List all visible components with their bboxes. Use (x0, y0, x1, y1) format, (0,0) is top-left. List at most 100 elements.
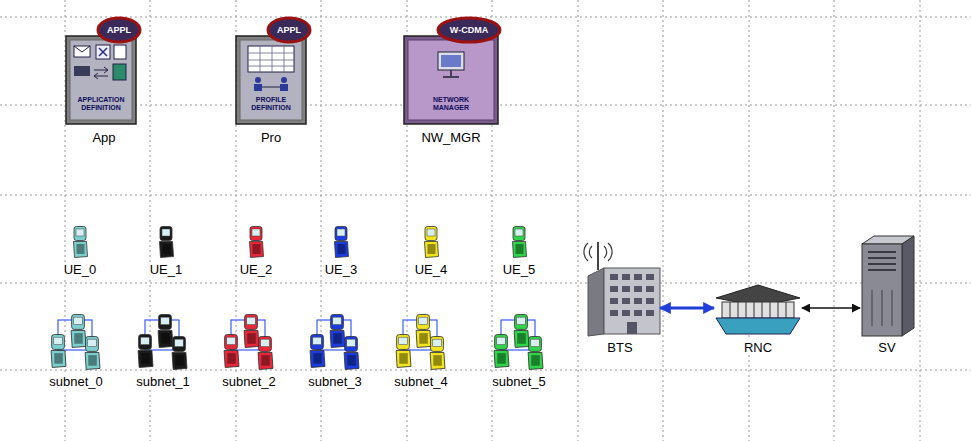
rnc-building (716, 318, 800, 334)
bts-building (584, 243, 612, 261)
profile-definition-drawing (262, 87, 280, 88)
node-label: subnet_4 (392, 374, 450, 389)
bts-building (597, 242, 599, 270)
phone-icons (160, 227, 174, 258)
node-label: UE_3 (323, 262, 360, 277)
subnet-phones (310, 335, 325, 368)
phone-icons (250, 227, 264, 258)
node-label: subnet_5 (490, 374, 548, 389)
network-manager-drawing (443, 70, 459, 77)
node-label: SV (876, 340, 897, 355)
connectors (660, 308, 860, 309)
radio-network-controller: RNC (714, 284, 802, 355)
server-tower (862, 244, 902, 336)
grid-lines (920, 0, 921, 441)
server-tower (872, 290, 892, 326)
profile-definition-drawing (281, 77, 287, 83)
app-definition-drawing (96, 45, 110, 59)
bts-building (646, 274, 654, 280)
app-definition-drawing (113, 64, 126, 80)
bts-building (610, 274, 654, 334)
user-equipment: UE_5 (501, 226, 538, 277)
profile-definition-drawing (236, 36, 306, 124)
subnet-phones (396, 335, 411, 368)
app-definition-drawing (74, 46, 90, 52)
profile-definition-drawing (280, 84, 288, 91)
node-label: subnet_0 (47, 374, 105, 389)
grid-lines (0, 283, 971, 284)
profile-definition-drawing (248, 46, 294, 72)
network-manager-drawing (438, 52, 464, 70)
badge-ovals (438, 18, 500, 42)
subnet-group: subnet_4 (391, 314, 450, 389)
phone-icons (335, 227, 349, 258)
subnet-phones (344, 337, 359, 370)
server: SV (860, 236, 914, 355)
rnc-building (722, 302, 794, 318)
subnet-group: subnet_1 (133, 314, 192, 389)
grid-lines (0, 195, 971, 196)
subnet-phones (514, 315, 529, 348)
subnet-phones (51, 335, 66, 368)
app-definition-drawing (70, 40, 132, 120)
bts-building (634, 286, 642, 292)
app-definition-drawing (114, 45, 126, 59)
node-label: BTS (605, 340, 634, 355)
bts-building (610, 286, 618, 292)
badge-ovals (98, 18, 500, 42)
profile-definition-drawing (248, 46, 294, 72)
subnet-phones (224, 335, 239, 368)
bts-building (646, 286, 654, 292)
node-label: RNC (742, 340, 774, 355)
network-manager-drawing (441, 55, 461, 67)
subnet-group: subnet_2 (219, 314, 278, 389)
subnet-frames (58, 320, 535, 350)
app-definition-drawing (94, 67, 108, 79)
rnc-building (716, 285, 800, 334)
subnet-phones (158, 315, 173, 348)
badge-ovals (98, 18, 140, 42)
app-definition-drawing (74, 46, 90, 57)
node-label: subnet_3 (306, 374, 364, 389)
subnet-group: subnet_5 (489, 314, 548, 389)
grid-lines (834, 0, 835, 441)
network-manager-drawing (408, 40, 494, 120)
badge-label: APPL (107, 25, 131, 36)
icon-caption: APPLICATION DEFINITION (71, 96, 131, 112)
app-definition-drawing (66, 36, 136, 124)
base-station: BTS (586, 240, 660, 355)
bts-building (610, 310, 618, 316)
bts-building (634, 274, 642, 280)
subnet-phones (528, 337, 543, 370)
bts-building (622, 298, 630, 304)
user-equipment: UE_3 (323, 226, 360, 277)
subnet-phones (258, 337, 273, 370)
subnet-phones (244, 315, 259, 348)
bts-building (588, 268, 604, 336)
grid-lines (749, 0, 750, 441)
node-label: subnet_1 (134, 374, 192, 389)
bts-building (634, 310, 642, 316)
node-label: Pro (259, 130, 283, 145)
bts-building (646, 298, 654, 304)
subnet-phones (416, 315, 431, 348)
node-label: UE_5 (501, 262, 538, 277)
app-definition-drawing (66, 36, 136, 124)
user-equipment: UE_2 (238, 226, 275, 277)
user-equipment: UE_4 (413, 226, 450, 277)
subnet-phones (330, 315, 345, 348)
rnc-building (730, 302, 786, 318)
subnet-phones (172, 337, 187, 370)
bts-building (604, 268, 660, 334)
node-label: UE_2 (238, 262, 275, 277)
bts-building (610, 298, 618, 304)
phone-icons (74, 227, 527, 258)
node-label: subnet_2 (220, 374, 278, 389)
network-manager-drawing (404, 36, 498, 124)
subnet-phones (51, 315, 543, 370)
grid-lines (578, 0, 579, 441)
bts-building (634, 298, 642, 304)
app-definition-icon: APPLAPPLICATION DEFINITIONApp (66, 25, 136, 146)
subnet-group: subnet_3 (305, 314, 364, 389)
